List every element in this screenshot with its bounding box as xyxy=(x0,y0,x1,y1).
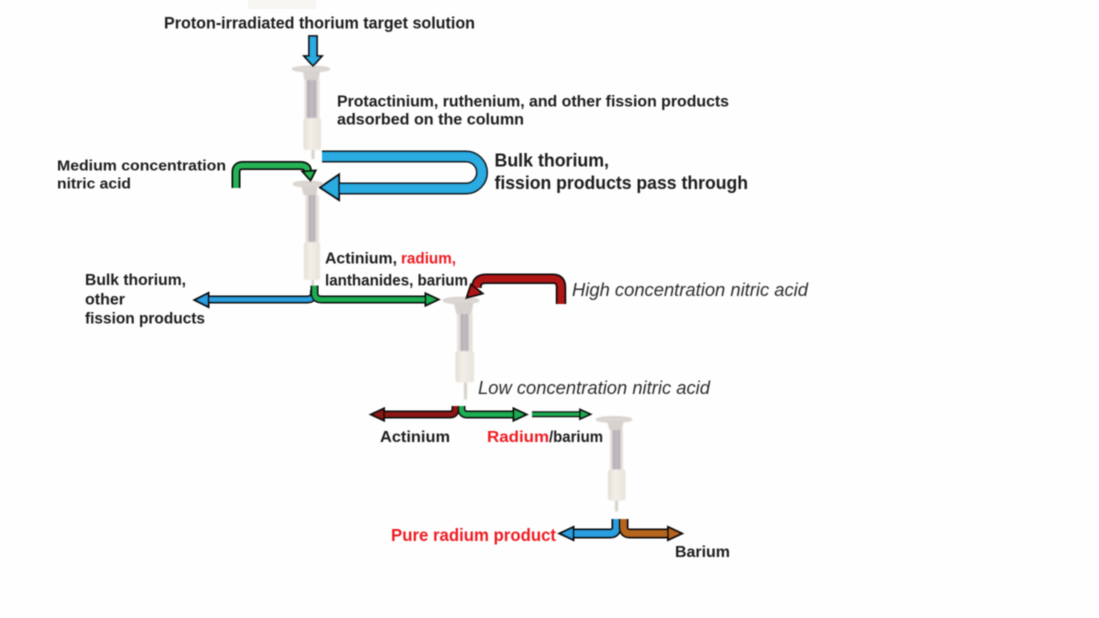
svg-text:radium,: radium, xyxy=(401,251,456,268)
svg-text:High concentration nitric acid: High concentration nitric acid xyxy=(572,280,809,300)
svg-text:/barium: /barium xyxy=(549,429,603,446)
svg-text:other: other xyxy=(85,292,125,309)
svg-text:Protactinium, ruthenium, and o: Protactinium, ruthenium, and other fissi… xyxy=(337,94,729,111)
svg-text:Barium: Barium xyxy=(675,544,730,561)
svg-text:fission products pass through: fission products pass through xyxy=(495,173,749,193)
svg-text:Actinium: Actinium xyxy=(380,429,450,446)
svg-text:lanthanides, barium: lanthanides, barium xyxy=(325,273,468,290)
svg-text:Radium: Radium xyxy=(487,429,549,446)
svg-text:Pure radium product: Pure radium product xyxy=(391,525,556,545)
svg-text:Bulk thorium,: Bulk thorium, xyxy=(85,272,186,289)
svg-text:Proton-irradiated thorium targ: Proton-irradiated thorium target solutio… xyxy=(164,14,475,32)
svg-text:Actinium,: Actinium, xyxy=(325,251,397,268)
svg-text:Medium concentration: Medium concentration xyxy=(57,158,226,175)
svg-text:fission products: fission products xyxy=(85,311,205,328)
svg-text:Bulk thorium,: Bulk thorium, xyxy=(495,151,610,171)
svg-text:adsorbed on the column: adsorbed on the column xyxy=(337,112,524,129)
svg-text:nitric acid: nitric acid xyxy=(57,176,131,193)
svg-text:Low concentration nitric acid: Low concentration nitric acid xyxy=(478,378,711,398)
